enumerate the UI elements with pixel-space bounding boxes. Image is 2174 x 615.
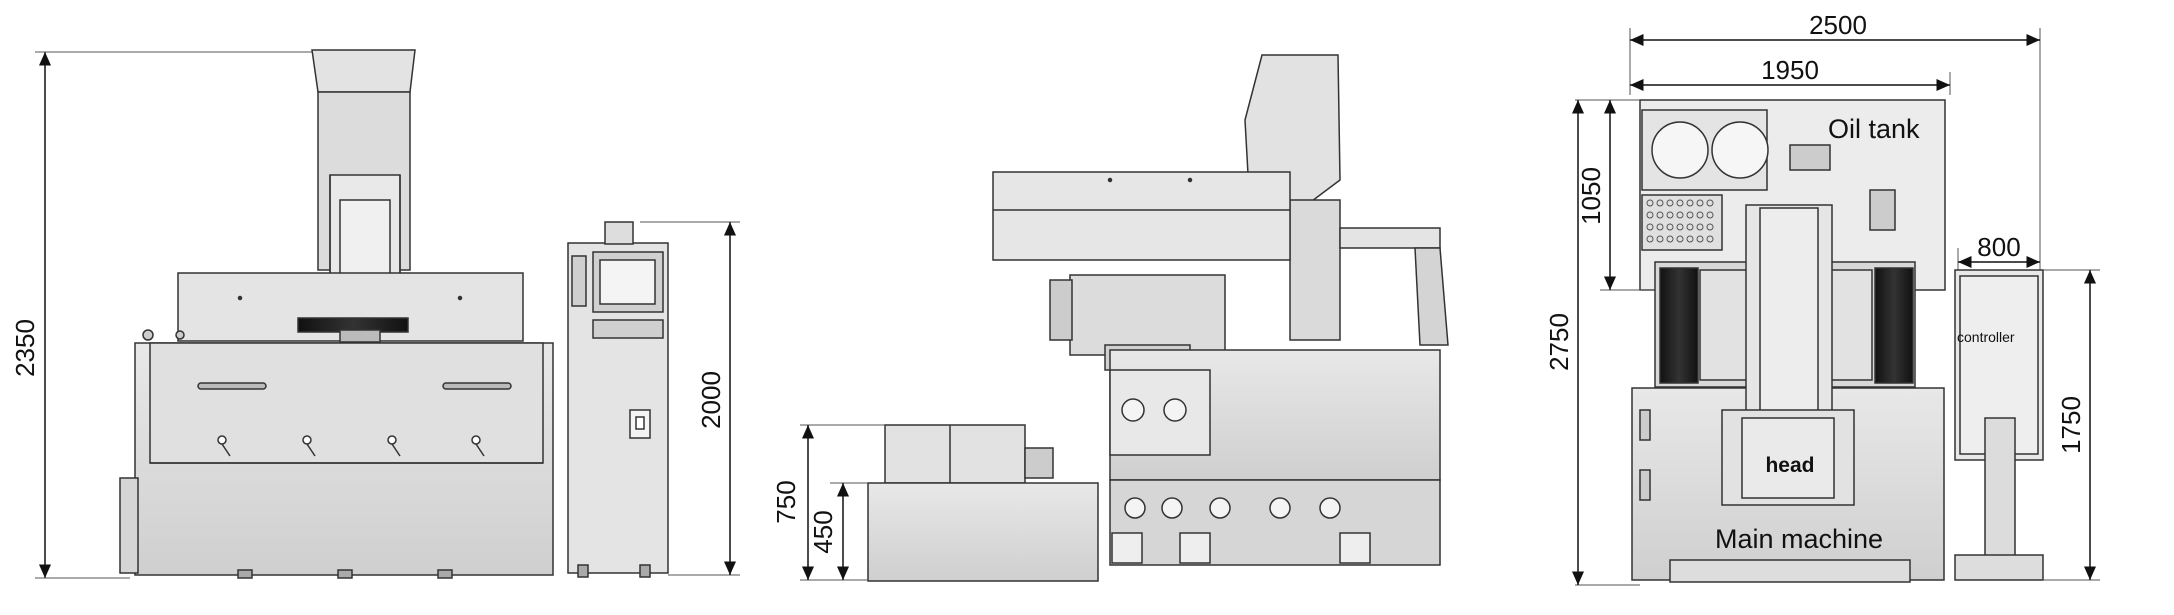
dim-label-tank-450: 450 (808, 510, 838, 553)
dim-label-controller-height: 2000 (696, 371, 726, 429)
side-ram (992, 171, 1291, 261)
dim-label-top-2750: 2750 (1544, 313, 1574, 371)
dim-label-top-1950: 1950 (1761, 55, 1819, 85)
dim-label-controller-800: 800 (1977, 232, 2020, 262)
dim-label-top-1050: 1050 (1576, 167, 1606, 225)
label-head: head (1765, 454, 1814, 477)
label-oil-tank: Oil tank (1828, 114, 1920, 144)
dim-label-top-2500: 2500 (1809, 10, 1867, 40)
side-port-circles (1124, 497, 1341, 519)
side-head (1069, 274, 1226, 356)
front-hopper (311, 49, 416, 93)
front-handles (217, 435, 485, 457)
front-view (35, 49, 740, 579)
label-main-machine: Main machine (1715, 524, 1883, 554)
dim-label-controller-1750: 1750 (2056, 396, 2086, 454)
dim-label-front-height: 2350 (10, 319, 40, 377)
dim-label-tank-750: 750 (771, 480, 801, 523)
top-view (1572, 28, 2100, 586)
side-tank-upper (884, 424, 1026, 484)
label-controller: controller (1957, 329, 2015, 345)
side-view (800, 54, 1449, 582)
side-tank-lower (867, 482, 1099, 582)
